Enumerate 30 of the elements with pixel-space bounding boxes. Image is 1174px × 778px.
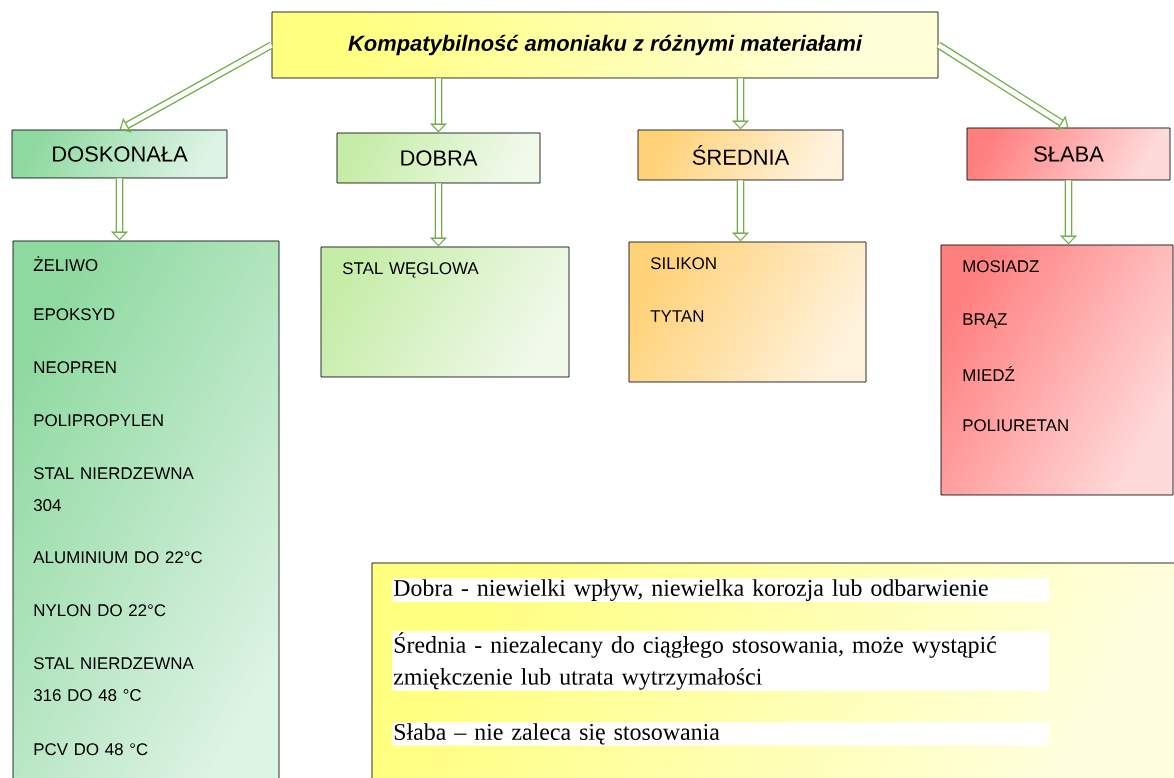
- note-text: Słaba – nie zaleca się stosowania: [392, 722, 1050, 746]
- material-list-box: [940, 244, 1174, 496]
- material-list-box: [320, 246, 570, 378]
- note-box: [371, 562, 1174, 778]
- category-box: DOSKONAŁA: [11, 129, 228, 179]
- list-item: MIEDŹ: [963, 366, 1015, 381]
- list-item: NYLON DO 22°C: [34, 604, 166, 617]
- note-text: Dobra - niewielki wpływ, niewielka korozja lub odbarwienie: [392, 578, 1050, 602]
- list-item: PCV DO 48 °C: [34, 743, 148, 756]
- list-item: TYTAN: [650, 310, 704, 322]
- list-item: POLIURETAN: [963, 419, 1068, 432]
- list-item: BRĄZ: [963, 313, 1007, 329]
- list-item: STAL WĘGLOWA: [342, 262, 479, 278]
- category-box: ŚREDNIA: [637, 129, 844, 181]
- category-box: SŁABA: [966, 127, 1171, 181]
- material-list-box: [628, 241, 867, 383]
- material-list-box: [12, 240, 280, 778]
- list-item: ŻELIWO: [33, 256, 98, 272]
- list-item: ALUMINIUM DO 22°C: [33, 551, 203, 564]
- hollow-arrow: [119, 41, 274, 133]
- list-item: SILIKON: [650, 257, 716, 270]
- note-text: Średnia - niezalecany do ciągłego stosowania, może wystąpić zmiękczenie lub utrata wytrzymałości: [392, 631, 1050, 691]
- list-item: POLIPROPYLEN: [34, 414, 163, 427]
- category-box: DOBRA: [336, 132, 541, 184]
- list-item: MOSIADZ: [963, 260, 1039, 273]
- list-item: STAL NIERDZEWNA 304: [33, 467, 194, 512]
- list-item: EPOKSYD: [34, 308, 115, 321]
- list-item: NEOPREN: [34, 361, 116, 374]
- list-item: STAL NIERDZEWNA 316 DO 48 °C: [33, 657, 194, 702]
- title-box: Kompatybilność amoniaku z różnymi materiałami: [271, 11, 939, 79]
